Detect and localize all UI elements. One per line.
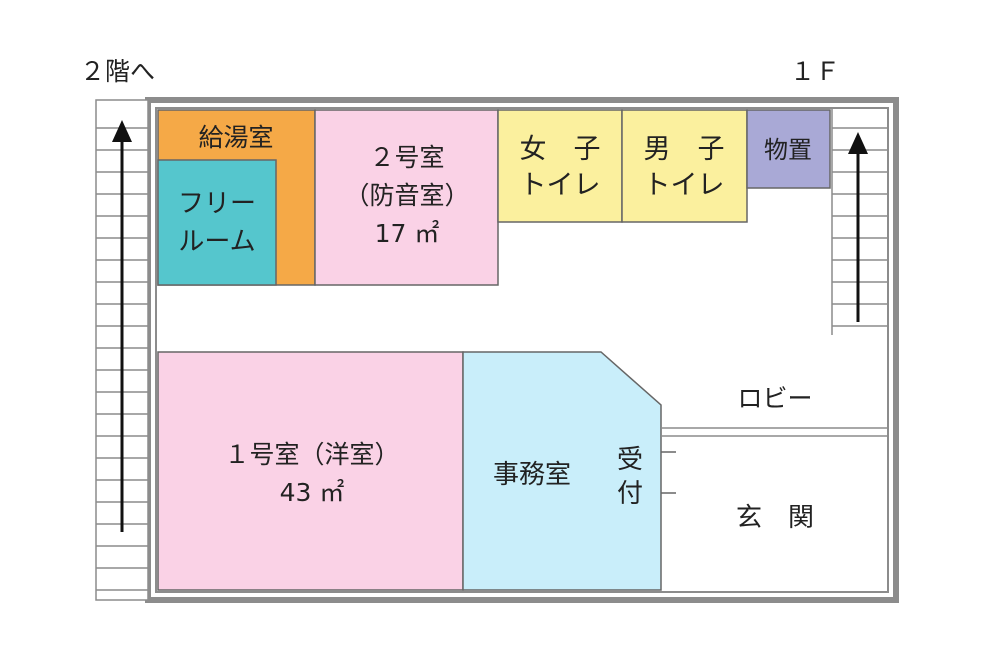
room-1 (157, 351, 464, 591)
arrow-up-icon (848, 132, 868, 154)
staircase-left (95, 99, 149, 601)
reception-label: 受 (617, 445, 643, 475)
room-1-label: １号室（洋室） (224, 440, 399, 469)
free-room-label: フリー (178, 189, 256, 219)
free-room (157, 159, 277, 286)
room-2-area: 17 ㎡ (375, 219, 440, 248)
floor-label: １Ｆ (790, 57, 840, 86)
office-room (462, 351, 662, 591)
inner-wall-line (155, 107, 889, 593)
storage-room (746, 109, 831, 189)
women-toilet (497, 109, 623, 223)
room-2-label: ２号室 (369, 143, 444, 172)
reception-label: 付 (617, 479, 643, 509)
men-toilet-label: 男 子 (644, 134, 725, 165)
room-2 (314, 109, 499, 286)
kyuto-label: 給湯室 (198, 123, 273, 152)
women-toilet-label: 女 子 (520, 134, 601, 165)
entrance-label: 玄 関 (736, 503, 814, 533)
room-2-label: （防音室） (344, 181, 469, 210)
men-toilet-label: トイレ (644, 170, 725, 201)
to-2f-label: ２階へ (80, 57, 155, 86)
lobby-label: ロビー (737, 384, 812, 413)
room-1-area: 43 ㎡ (280, 478, 345, 507)
storage-label: 物置 (764, 136, 812, 164)
men-toilet (621, 109, 748, 223)
staircase-right (831, 108, 889, 335)
office-label: 事務室 (493, 460, 571, 490)
arrow-up-icon (112, 120, 132, 142)
free-room-label: ルーム (178, 227, 255, 257)
women-toilet-label: トイレ (520, 170, 601, 201)
